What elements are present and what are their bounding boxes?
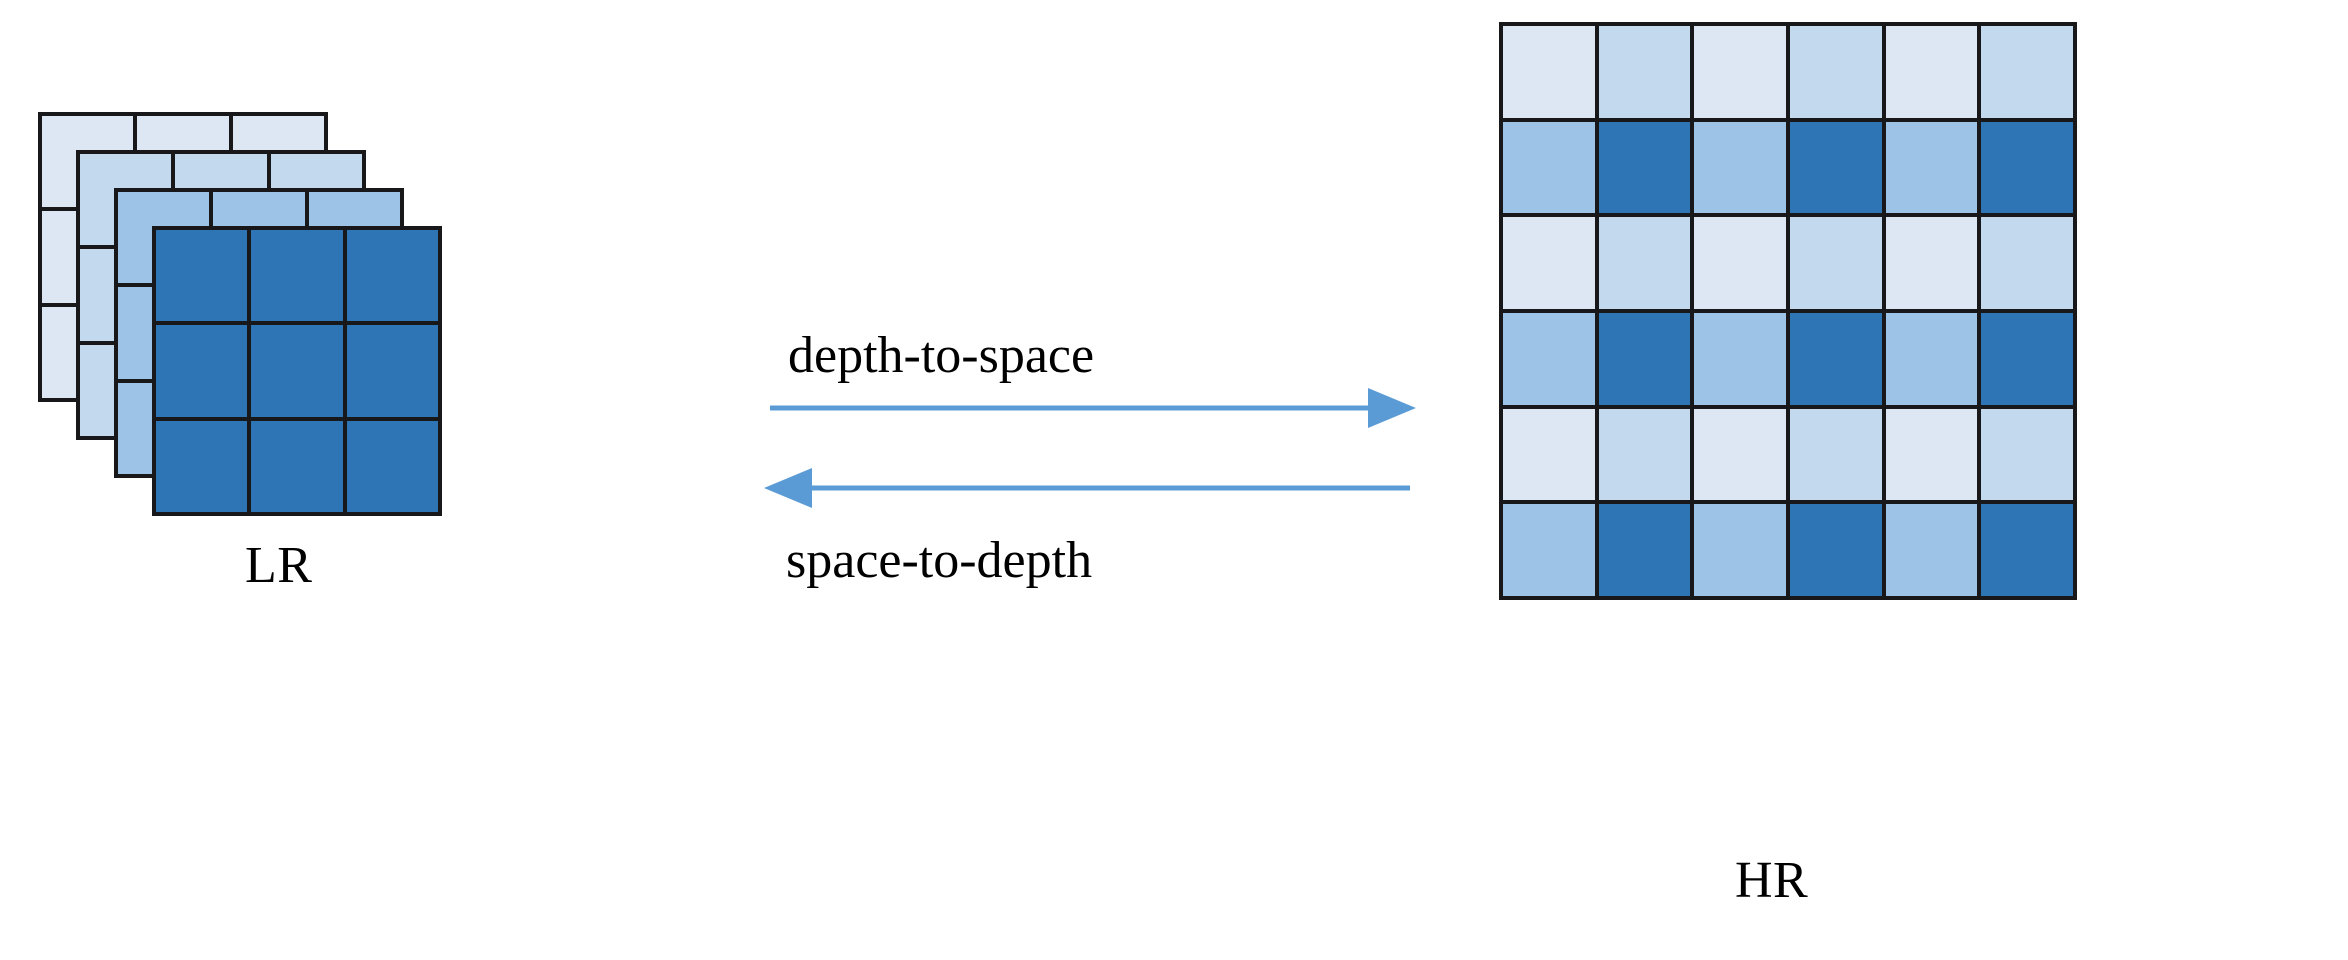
hr-cell bbox=[1503, 312, 1595, 405]
hr-cell bbox=[1598, 26, 1691, 118]
hr-cell bbox=[1694, 408, 1786, 501]
lr-cell bbox=[156, 420, 248, 512]
lr-layer-3 bbox=[152, 226, 442, 516]
operation-arrows-group: depth-to-space space-to-depth bbox=[760, 300, 1420, 600]
backward-arrow-icon bbox=[764, 468, 1410, 508]
hr-cell bbox=[1981, 504, 2073, 596]
hr-cell bbox=[1789, 26, 1882, 118]
hr-cell bbox=[1885, 217, 1978, 309]
hr-cell bbox=[1885, 408, 1978, 501]
hr-cell bbox=[1694, 26, 1786, 118]
forward-arrow-icon bbox=[770, 388, 1416, 428]
hr-cell bbox=[1981, 26, 2073, 118]
hr-cell bbox=[1981, 312, 2073, 405]
hr-cell bbox=[1598, 312, 1691, 405]
hr-cell bbox=[1694, 312, 1786, 405]
lr-cell bbox=[251, 325, 343, 417]
hr-cell bbox=[1789, 217, 1882, 309]
hr-cell bbox=[1981, 121, 2073, 214]
lr-cell bbox=[346, 325, 438, 417]
hr-cell bbox=[1789, 121, 1882, 214]
depth-to-space-label: depth-to-space bbox=[788, 327, 1095, 384]
lr-cell bbox=[156, 325, 248, 417]
lr-feature-map-stack bbox=[0, 0, 700, 820]
hr-cell bbox=[1789, 408, 1882, 501]
hr-cell bbox=[1503, 504, 1595, 596]
lr-cell bbox=[346, 420, 438, 512]
hr-cell bbox=[1789, 312, 1882, 405]
hr-cell bbox=[1503, 408, 1595, 501]
hr-cell bbox=[1694, 504, 1786, 596]
hr-cell bbox=[1503, 121, 1595, 214]
hr-cell bbox=[1885, 26, 1978, 118]
hr-cell bbox=[1598, 408, 1691, 501]
hr-feature-map-grid bbox=[1499, 22, 2077, 600]
lr-label: LR bbox=[245, 537, 313, 594]
hr-cell bbox=[1598, 504, 1691, 596]
hr-cell bbox=[1598, 121, 1691, 214]
hr-cell bbox=[1503, 217, 1595, 309]
hr-cell bbox=[1885, 504, 1978, 596]
hr-cell bbox=[1789, 504, 1882, 596]
hr-cell bbox=[1981, 408, 2073, 501]
space-to-depth-label: space-to-depth bbox=[786, 532, 1093, 589]
hr-cell bbox=[1885, 312, 1978, 405]
hr-cell bbox=[1598, 217, 1691, 309]
hr-label: HR bbox=[1735, 852, 1809, 909]
arrows-svg bbox=[764, 388, 1416, 508]
lr-cell bbox=[251, 420, 343, 512]
lr-cell bbox=[251, 230, 343, 322]
hr-cell bbox=[1981, 217, 2073, 309]
lr-cell bbox=[346, 230, 438, 322]
hr-cell bbox=[1885, 121, 1978, 214]
hr-cell bbox=[1694, 217, 1786, 309]
hr-cell bbox=[1503, 26, 1595, 118]
lr-cell bbox=[156, 230, 248, 322]
hr-cell bbox=[1694, 121, 1786, 214]
